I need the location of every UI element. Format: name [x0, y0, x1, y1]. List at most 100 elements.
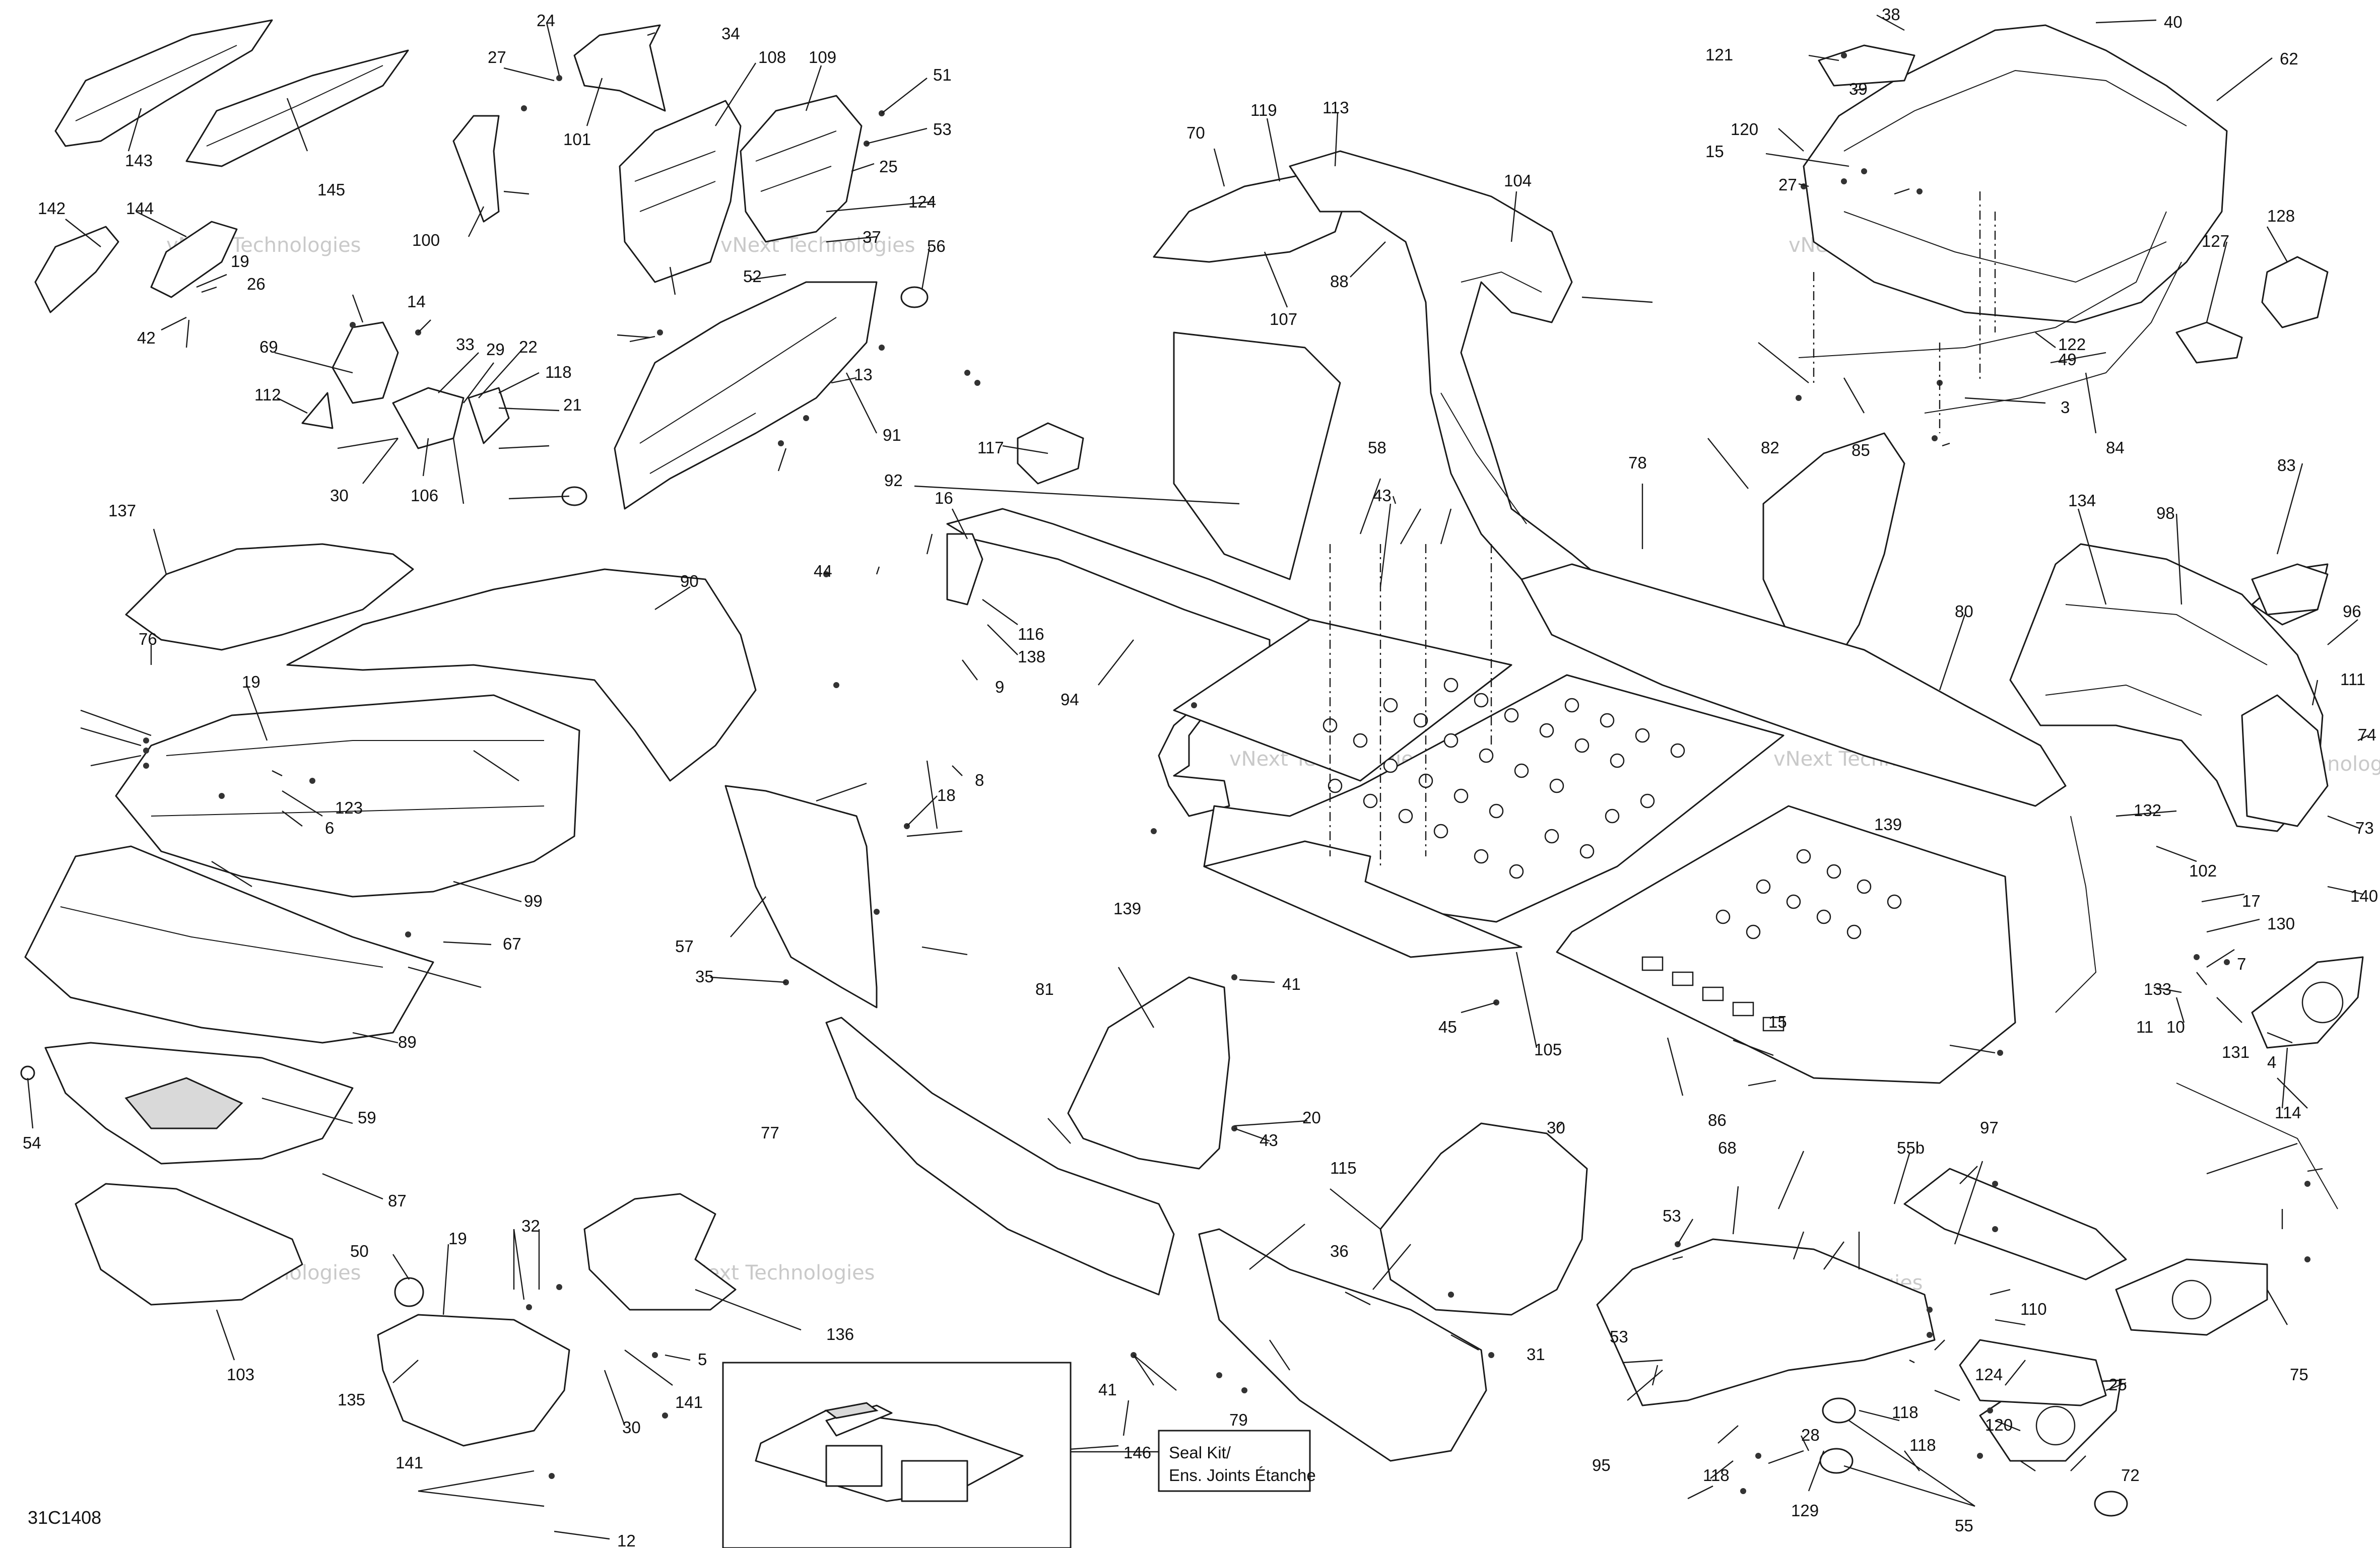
callout: 132 — [2134, 801, 2161, 820]
callout: 139 — [1874, 815, 1902, 834]
callout: 89 — [398, 1033, 417, 1051]
callout: 41 — [1282, 975, 1301, 993]
callout: 124 — [908, 192, 936, 211]
watermark: vNext Technologies — [720, 234, 915, 257]
callout: 40 — [2164, 13, 2183, 31]
callout: 130 — [2267, 914, 2295, 933]
callout: 7 — [2237, 955, 2246, 973]
callout: 31 — [1527, 1345, 1545, 1364]
callout: 55 — [1955, 1516, 1973, 1535]
callout: 83 — [2277, 456, 2296, 475]
callout: 34 — [721, 24, 740, 43]
callout: 113 — [1323, 98, 1349, 117]
callout: 15 — [1768, 1013, 1787, 1031]
callout: 142 — [38, 199, 65, 218]
callout: 30 — [1547, 1118, 1565, 1137]
callout: 44 — [814, 562, 832, 580]
callout: 96 — [2343, 602, 2361, 621]
callout: 135 — [338, 1390, 365, 1409]
callout: 122 — [2058, 335, 2086, 354]
callout: 129 — [1791, 1501, 1819, 1520]
callout-labels: 143 145 24 27 34 101 100 108 109 51 53 2… — [23, 5, 2378, 1548]
callout: 85 — [1852, 441, 1870, 459]
callout: 17 — [2242, 892, 2261, 910]
callout: 20 — [1302, 1108, 1321, 1127]
callout: 28 — [1801, 1426, 1820, 1444]
callout: 121 — [1705, 45, 1733, 64]
callout: 43 — [1260, 1131, 1278, 1150]
callout: 54 — [23, 1133, 41, 1152]
callout: 119 — [1250, 101, 1277, 119]
callout: 33 — [456, 335, 475, 354]
callout: 100 — [412, 231, 440, 249]
callout: 137 — [108, 501, 136, 520]
callout: 29 — [486, 340, 505, 359]
callout: 116 — [1018, 625, 1044, 643]
callout: 53 — [933, 120, 952, 139]
callout: 14 — [407, 292, 426, 311]
callout: 5 — [698, 1350, 707, 1369]
callout: 92 — [884, 471, 903, 490]
callout: 134 — [2068, 491, 2096, 510]
callout: 45 — [1438, 1018, 1457, 1036]
callout: 133 — [2144, 980, 2171, 998]
callout: 102 — [2189, 861, 2217, 880]
callout: 123 — [335, 798, 363, 817]
callout: 79 — [1229, 1410, 1248, 1429]
callout: 90 — [680, 572, 699, 590]
callout: 30 — [330, 486, 349, 505]
callout: 13 — [854, 365, 873, 384]
callout-146: 146 — [1123, 1443, 1151, 1462]
callout: 68 — [1718, 1138, 1737, 1157]
callout: 141 — [395, 1453, 423, 1472]
callout: 141 — [675, 1393, 703, 1411]
callout: 120 — [1731, 120, 1758, 139]
callout: 109 — [809, 48, 836, 66]
callout: 70 — [1186, 123, 1205, 142]
diagram-code: 31C1408 — [28, 1507, 101, 1528]
callout: 84 — [2106, 438, 2125, 457]
callout: 21 — [563, 395, 582, 414]
callout: 58 — [1368, 438, 1386, 457]
callout: 19 — [231, 252, 249, 271]
callout: 98 — [2156, 504, 2175, 522]
callout: 108 — [758, 48, 786, 66]
part-shapes — [20, 19, 2364, 1517]
callout: 77 — [761, 1123, 779, 1142]
callout: 138 — [1018, 647, 1045, 666]
callout: 8 — [975, 771, 984, 789]
callout: 35 — [695, 967, 714, 986]
callout: 104 — [1504, 171, 1532, 190]
callout: 67 — [503, 934, 521, 953]
callout: 11 — [2136, 1018, 2153, 1036]
callout: 136 — [826, 1325, 854, 1343]
callout: 26 — [247, 275, 266, 293]
callout: 128 — [2267, 207, 2295, 225]
callout: 50 — [350, 1242, 369, 1260]
callout: 57 — [675, 937, 694, 956]
callout: 27 — [1778, 175, 1797, 194]
callout: 106 — [411, 486, 438, 505]
callout: 53 — [1663, 1206, 1681, 1225]
callout: 25 — [879, 157, 898, 176]
callout: 94 — [1061, 690, 1079, 709]
callout: 91 — [883, 426, 901, 444]
callout: 78 — [1628, 453, 1647, 472]
seal-kit-label-line1: Seal Kit/ — [1169, 1443, 1231, 1462]
callout: 25 — [2108, 1375, 2127, 1394]
callout: 42 — [137, 328, 156, 347]
callout: 105 — [1534, 1040, 1562, 1059]
callout: 38 — [1882, 5, 1900, 24]
callout: 41 — [1098, 1380, 1117, 1399]
callout: 27 — [488, 48, 506, 66]
callout: 18 — [937, 786, 956, 804]
callout: 22 — [519, 338, 538, 356]
callout: 19 — [242, 672, 260, 691]
callout: 37 — [863, 228, 881, 246]
callout: 115 — [1330, 1159, 1357, 1177]
alignment-lines — [1329, 191, 1996, 866]
callout: 24 — [537, 11, 555, 30]
callout: 127 — [2202, 232, 2229, 250]
callout: 144 — [126, 199, 154, 218]
